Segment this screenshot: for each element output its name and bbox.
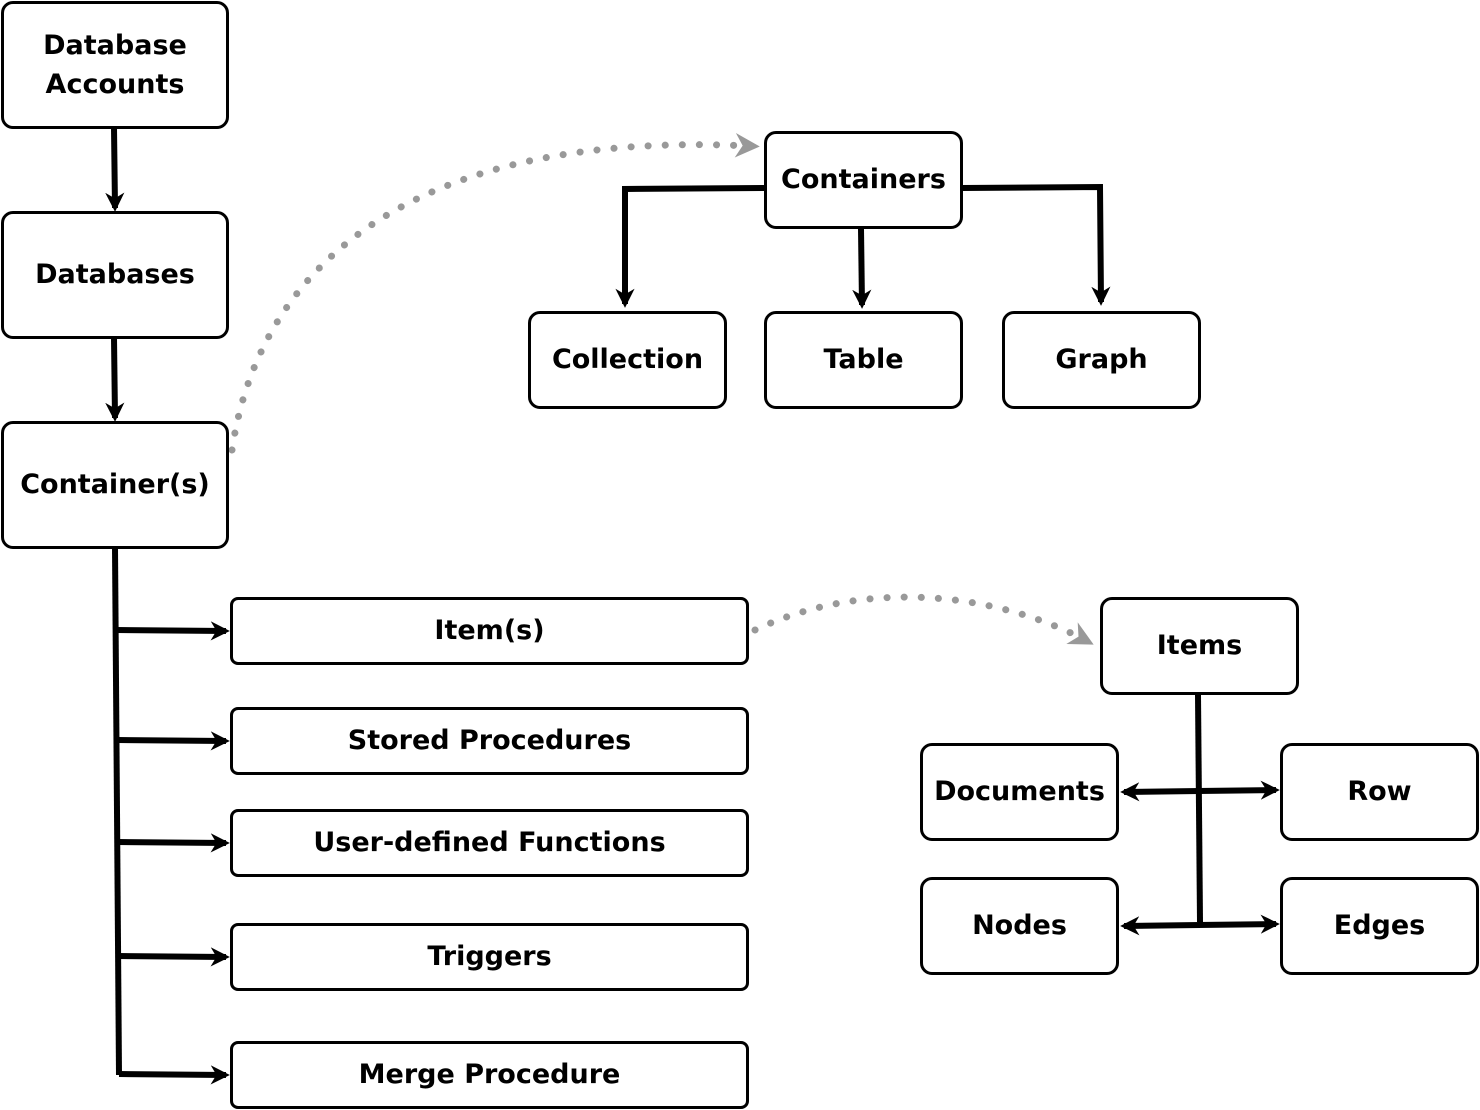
node-user-defined-functions: User-defined Functions [230, 809, 749, 877]
edge-items-to-documents [1120, 782, 1201, 802]
node-containers: Container(s) [1, 421, 229, 549]
node-documents: Documents [920, 743, 1119, 841]
edge-containers-to-collection [615, 185, 765, 308]
edge-to-triggers [117, 947, 230, 967]
edge-containers-to-graph [961, 183, 1111, 306]
edge-to-udf [116, 833, 230, 853]
node-documents-label: Documents [934, 776, 1105, 808]
edge-databases-to-containers [105, 337, 125, 422]
node-databases: Databases [1, 211, 229, 339]
node-edges: Edges [1280, 877, 1479, 975]
node-user-defined-functions-label: User-defined Functions [313, 827, 666, 859]
node-collection-label: Collection [551, 344, 704, 376]
edge-to-items [115, 621, 230, 641]
node-row: Row [1280, 743, 1479, 841]
node-containers-detail-label: Containers [781, 164, 946, 196]
node-graph-label: Graph [1055, 344, 1148, 376]
node-merge-procedure: Merge Procedure [230, 1041, 749, 1109]
edge-items-to-edges [1197, 914, 1280, 934]
node-databases-label: Databases [35, 259, 195, 291]
node-containers-label: Container(s) [20, 469, 210, 501]
node-stored-procedures: Stored Procedures [230, 707, 749, 775]
edge-to-merge-procedure [118, 1065, 230, 1085]
node-database-accounts-label: Database Accounts [43, 29, 187, 100]
edge-items-to-nodes [1120, 916, 1201, 936]
node-nodes: Nodes [920, 877, 1119, 975]
node-items-label: Item(s) [434, 615, 545, 647]
node-items-detail: Items [1100, 597, 1299, 695]
node-row-label: Row [1347, 776, 1412, 808]
node-table: Table [764, 311, 963, 409]
node-containers-detail: Containers [764, 131, 963, 229]
edge-to-stored-procedures [116, 731, 230, 751]
dotted-edge-to-items [751, 593, 1094, 645]
node-stored-procedures-label: Stored Procedures [347, 725, 632, 757]
node-graph: Graph [1002, 311, 1201, 409]
node-merge-procedure-label: Merge Procedure [358, 1059, 621, 1091]
node-items: Item(s) [230, 597, 749, 665]
node-items-detail-label: Items [1156, 630, 1243, 662]
node-edges-label: Edges [1333, 910, 1426, 942]
node-nodes-label: Nodes [972, 910, 1067, 942]
container-trunk [112, 547, 122, 1076]
items-trunk [1195, 694, 1203, 923]
node-triggers-label: Triggers [427, 941, 552, 973]
node-table-label: Table [823, 344, 904, 376]
edge-accounts-to-databases [105, 127, 125, 212]
node-collection: Collection [528, 311, 727, 409]
node-triggers: Triggers [230, 923, 749, 991]
edge-containers-to-table [852, 228, 872, 309]
node-database-accounts: Database Accounts [1, 1, 229, 129]
edge-items-to-row [1197, 780, 1280, 800]
